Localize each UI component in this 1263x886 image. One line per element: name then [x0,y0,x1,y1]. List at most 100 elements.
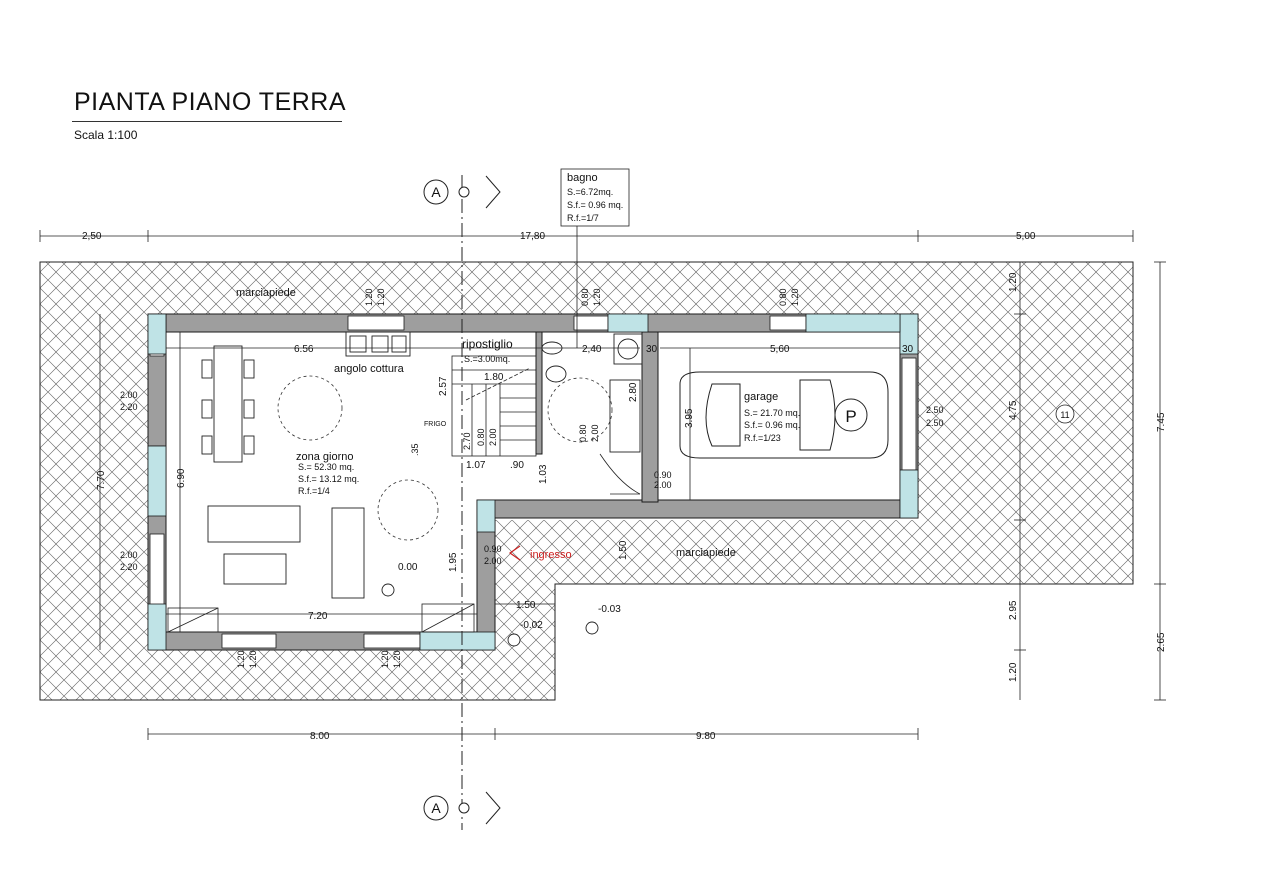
garage-sf: S.f.= 0.96 mq. [744,420,800,430]
dim-right-120-bot: 1.20 [1008,662,1019,682]
dim-top-right: 5,00 [1016,231,1036,242]
dim-90: .90 [510,460,524,471]
dim-150-v: 1.50 [618,540,629,560]
dim-right-295: 2.95 [1008,600,1019,620]
dim-garage-win-a: 2.50 [926,405,944,415]
scale-label: Scala 1:100 [74,128,138,142]
dim-bottom-win-b1: 1.20 [380,650,390,668]
zona-giorno-sf: S.f.= 13.12 mq. [298,474,359,484]
insulation-accents [147,313,919,651]
level-002: -0.02 [520,620,543,631]
dim-win-l1a: 2.00 [120,390,138,400]
dim-win-l1b: 2.20 [120,402,138,412]
dim-bagno-win-a: 0.80 [580,288,590,306]
level-003: -0.03 [598,604,621,615]
section-label-bottom: A [431,800,441,816]
dim-wall-30b: 30 [902,344,914,355]
car [679,371,889,459]
dim-entry-195: 1.95 [448,552,459,572]
zona-giorno-area: S.= 52.30 mq. [298,462,354,472]
dim-entry-a: 0.90 [484,544,502,554]
dim-bottom-win-b2: 1.20 [392,650,402,668]
dim-garage-door-a: 0.90 [654,470,672,480]
dim-080: 0.80 [476,428,486,446]
dimension-lines [39,230,1166,740]
entrance-arrow [508,545,521,561]
dim-bottom-win-a2: 1.20 [248,650,258,668]
dim-bottom-left: 8.00 [310,731,330,742]
dim-right-475: 4.75 [1008,400,1019,420]
dim-garage-win-top-b: 1.20 [790,288,800,306]
dim-bagno: 2,40 [582,344,602,355]
dim-103: 1.03 [538,464,549,484]
garage-name: garage [744,391,778,403]
dim-bottom-win-a1: 1.20 [236,650,246,668]
dim-bagno-door-b: 2.00 [590,424,600,442]
bagno-label-box [560,168,630,227]
garage-rf: R.f.=1/23 [744,433,781,443]
dim-garage: 5,60 [770,344,790,355]
dim-stair-180: 1.80 [484,372,504,383]
ingresso-label: ingresso [530,549,572,561]
bagno-rf: R.f.=1/7 [567,213,599,223]
dining-table [201,345,255,463]
dim-107: 1.07 [466,460,486,471]
title-underline [72,121,342,122]
dim-left-690: 6.90 [176,468,187,488]
bagno-area: S.=6.72mq. [567,187,613,197]
level-markers [381,583,599,647]
house-footprint [148,314,918,650]
section-marker-top [423,175,501,209]
dim-kitchen: 6.56 [294,344,314,355]
dim-200: 2.00 [488,428,498,446]
dim-bath-280: 2.80 [628,382,639,402]
garage-area: S.= 21.70 mq. [744,408,800,418]
dim-bottom-right: 9.80 [696,731,716,742]
parking-circle [834,398,868,432]
dim-win-l2a: 2.00 [120,550,138,560]
dim-stair-257: 2.57 [438,376,449,396]
level-000: 0.00 [398,562,418,573]
dim-150-h: 1.50 [516,600,536,611]
living-furniture [207,505,365,599]
ripostiglio-name: ripostiglio [462,337,513,351]
dim-top-win-b: 1.20 [376,288,386,306]
parking-label: P [845,407,856,426]
stairs [167,355,537,633]
dim-garage-win-top-a: 0.80 [778,288,788,306]
bagno-name: bagno [567,172,598,184]
dim-bagno-door-a: 0.80 [578,424,588,442]
dim-win-l2b: 2.20 [120,562,138,572]
dim-garage-door-b: 2.00 [654,480,672,490]
dim-wall-30a: 30 [646,344,658,355]
zona-giorno-name: zona giorno [296,451,354,463]
dim-right-265: 2.65 [1156,632,1167,652]
section-marker-bottom [423,791,501,825]
angolo-cottura-label: angolo cottura [334,363,405,375]
page-title: PIANTA PIANO TERRA [74,88,347,116]
dim-720: 7.20 [308,611,328,622]
dim-garage-395: 3.95 [684,408,695,428]
tag-11-circle [1055,404,1075,424]
tag-11-label: 11 [1060,410,1069,420]
dim-left-770: 7.70 [96,470,107,490]
kitchen-counter [345,331,411,357]
dim-right-120-top: 1.20 [1008,272,1019,292]
dim-top-mid: 17,80 [520,231,545,242]
door-swings [599,453,641,495]
ripostiglio-area: S.=3.00mq. [464,354,510,364]
dim-right-total: 7.45 [1156,412,1167,432]
dim-top-win-a: 1.20 [364,288,374,306]
labels: A A bagno S.=6.72mq. S.f.= 0.96 mq. R.f.… [82,172,1167,816]
marciapiede-bottom: marciapiede [676,547,736,559]
dim-top-left: 2,50 [82,231,102,242]
dim-entry-b: 2.00 [484,556,502,566]
frigo-label: FRIGO [424,421,447,428]
zona-giorno-rf: R.f.=1/4 [298,486,330,496]
bagno-sf: S.f.= 0.96 mq. [567,200,623,210]
dim-garage-win-b: 2.50 [926,418,944,428]
dim-270: 2.70 [462,432,472,450]
dim-bagno-win-b: 1.20 [592,288,602,306]
bathroom-fixtures [541,333,643,453]
